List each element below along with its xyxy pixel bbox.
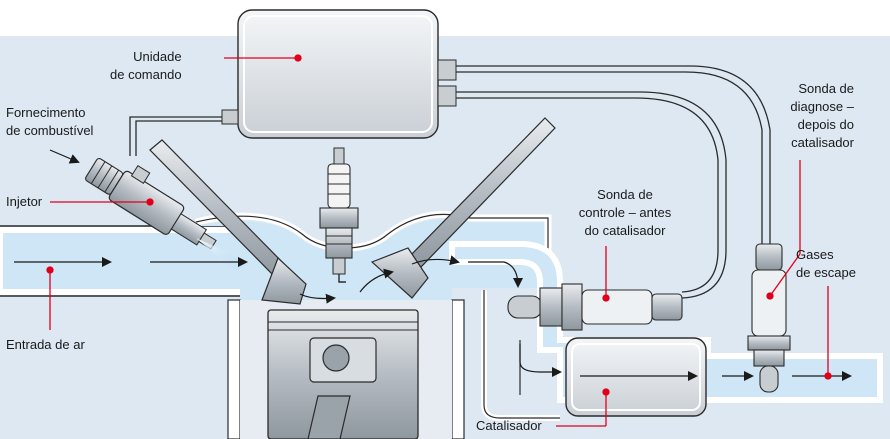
label-diagnostic-sensor: Sonda de diagnose – depois do catalisado…: [790, 81, 854, 150]
cylinder-wall-left: [227, 299, 241, 439]
flow-arrows: [14, 149, 852, 381]
fuel-spray: [196, 238, 250, 272]
label-control-unit: Unidade de comando: [110, 49, 182, 82]
exhaust-valve: [370, 117, 556, 299]
label-fuel-supply: Fornecimento de combustível: [6, 105, 94, 138]
cylinder-wall-right: [451, 299, 465, 439]
piston: [267, 309, 419, 439]
label-air-inlet: Entrada de ar: [6, 337, 85, 352]
catalyst-box: [565, 337, 707, 417]
intake-valve: [149, 139, 307, 305]
label-exhaust-gases: Gases de escape: [796, 247, 856, 280]
label-pointers: [46, 54, 832, 427]
control-sensor: [507, 283, 683, 331]
label-catalyst: Catalisador: [476, 418, 542, 433]
label-injector: Injetor: [6, 194, 43, 209]
control-unit-box: [221, 9, 457, 139]
sensor-cables: [129, 65, 771, 299]
spark-plug: [319, 147, 359, 283]
label-control-sensor: Sonda de controle – antes do catalisador: [578, 187, 672, 238]
